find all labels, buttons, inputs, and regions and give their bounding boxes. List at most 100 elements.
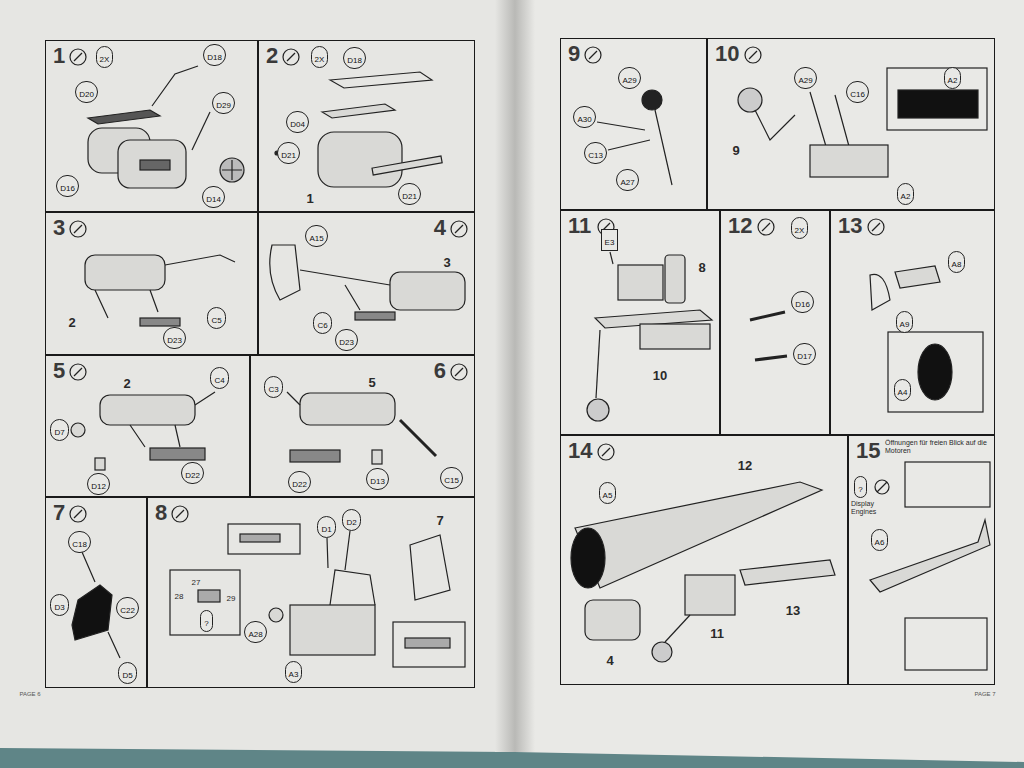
part-code: C16: [850, 90, 865, 99]
step-number: 7: [53, 501, 65, 525]
part-callout: 2X: [791, 217, 809, 239]
part-code: ?: [858, 485, 862, 494]
sub-part-number: 27: [192, 578, 201, 587]
step-panel: 11E3: [560, 210, 720, 435]
assembly-number: 4: [606, 653, 613, 668]
part-code: A9: [900, 320, 910, 329]
part-callout: D23: [335, 329, 358, 351]
assembly-number: 2: [68, 315, 75, 330]
part-callout: D21: [277, 142, 300, 164]
part-code: D12: [91, 482, 106, 491]
part-callout: A15: [305, 225, 327, 247]
part-callout: C5: [207, 307, 225, 329]
part-callout: D13: [366, 468, 389, 490]
part-code: 2X: [100, 55, 110, 64]
part-code: A2: [948, 76, 958, 85]
step-panel: 13A8A9A4: [830, 210, 995, 435]
part-code: D5: [122, 671, 132, 680]
part-code: C18: [72, 540, 87, 549]
part-callout: A29: [794, 67, 816, 89]
part-callout: C18: [68, 531, 91, 553]
part-callout: D2: [342, 509, 360, 531]
part-code: C6: [317, 321, 327, 330]
part-callout: C15: [440, 467, 463, 489]
page-number: PAGE 7: [974, 691, 995, 697]
part-callout: D7: [50, 419, 68, 441]
step-panel: 3C5D23: [45, 212, 258, 355]
part-code: D21: [281, 151, 296, 160]
part-callout: C4: [210, 367, 228, 389]
step-panel: 12XD18D20D29D16D14: [45, 40, 258, 212]
part-code: D04: [290, 120, 305, 129]
part-callout: D22: [288, 471, 311, 493]
assembly-number: 10: [653, 368, 667, 383]
part-callout: A2: [944, 67, 962, 89]
step-panel: 9A29A30C13A27: [560, 38, 707, 210]
part-callout: D14: [202, 186, 225, 208]
part-code: A5: [603, 491, 613, 500]
part-code: A29: [798, 76, 812, 85]
part-callout: D18: [203, 44, 226, 66]
part-callout: D17: [793, 343, 816, 365]
part-callout: D3: [50, 594, 68, 616]
step-panel: 4A15C6D23: [258, 212, 475, 355]
part-code: A29: [622, 76, 636, 85]
assembly-number: 9: [732, 143, 739, 158]
part-code: D17: [797, 352, 812, 361]
step-number: 5: [53, 359, 65, 383]
part-code: D22: [185, 471, 200, 480]
part-code: A6: [875, 538, 885, 547]
part-callout: 2X: [96, 46, 114, 68]
note-text: Display Engines: [851, 500, 891, 517]
part-callout: A2: [897, 183, 915, 205]
step-number: 14: [568, 439, 592, 463]
part-callout: C6: [313, 312, 331, 334]
assembly-number: 2: [123, 376, 130, 391]
part-code: D18: [207, 53, 222, 62]
step-number: 10: [715, 42, 739, 66]
step-number: 4: [434, 216, 446, 240]
part-callout: A3: [285, 661, 303, 683]
part-code: 2X: [795, 226, 805, 235]
step-panel: 122XD16D17: [720, 210, 830, 435]
step-number: 9: [568, 42, 580, 66]
part-code: A3: [289, 670, 299, 679]
part-callout: A4: [894, 379, 912, 401]
assembly-number: 3: [443, 255, 450, 270]
part-code: A28: [248, 630, 262, 639]
part-callout: A5: [599, 482, 617, 504]
part-callout: A30: [573, 106, 595, 128]
part-code: A15: [309, 234, 323, 243]
part-code: D23: [167, 336, 182, 345]
assembly-number: 13: [786, 603, 800, 618]
part-callout: A6: [871, 529, 889, 551]
part-code: D23: [339, 338, 354, 347]
part-callout: D20: [75, 81, 98, 103]
step-panel: 14A5: [560, 435, 848, 685]
sub-part-number: 29: [227, 594, 236, 603]
part-code: ?: [204, 619, 208, 628]
step-panel: 15?A6: [848, 435, 995, 685]
part-callout: D12: [87, 473, 110, 495]
part-code: C22: [120, 606, 135, 615]
part-code: D7: [54, 428, 64, 437]
part-code: D14: [206, 195, 221, 204]
assembly-number: 1: [306, 191, 313, 206]
step-panel: 8D1D2?A28A3: [147, 497, 475, 688]
part-callout: D18: [343, 47, 366, 69]
part-code: A8: [952, 260, 962, 269]
step-number: 3: [53, 216, 65, 240]
part-code: 2X: [315, 55, 325, 64]
note-text: Öffnungen für freien Blick auf die Motor…: [885, 439, 990, 456]
assembly-number: 7: [436, 513, 443, 528]
part-code: A27: [620, 178, 634, 187]
part-code: D29: [216, 101, 231, 110]
part-code: A4: [898, 388, 908, 397]
part-callout: D22: [181, 462, 204, 484]
part-code: D16: [60, 184, 75, 193]
part-code: D2: [346, 518, 356, 527]
part-callout: D21: [398, 183, 421, 205]
part-code: A2: [901, 192, 911, 201]
step-number: 13: [838, 214, 862, 238]
part-callout: ?: [854, 476, 866, 498]
